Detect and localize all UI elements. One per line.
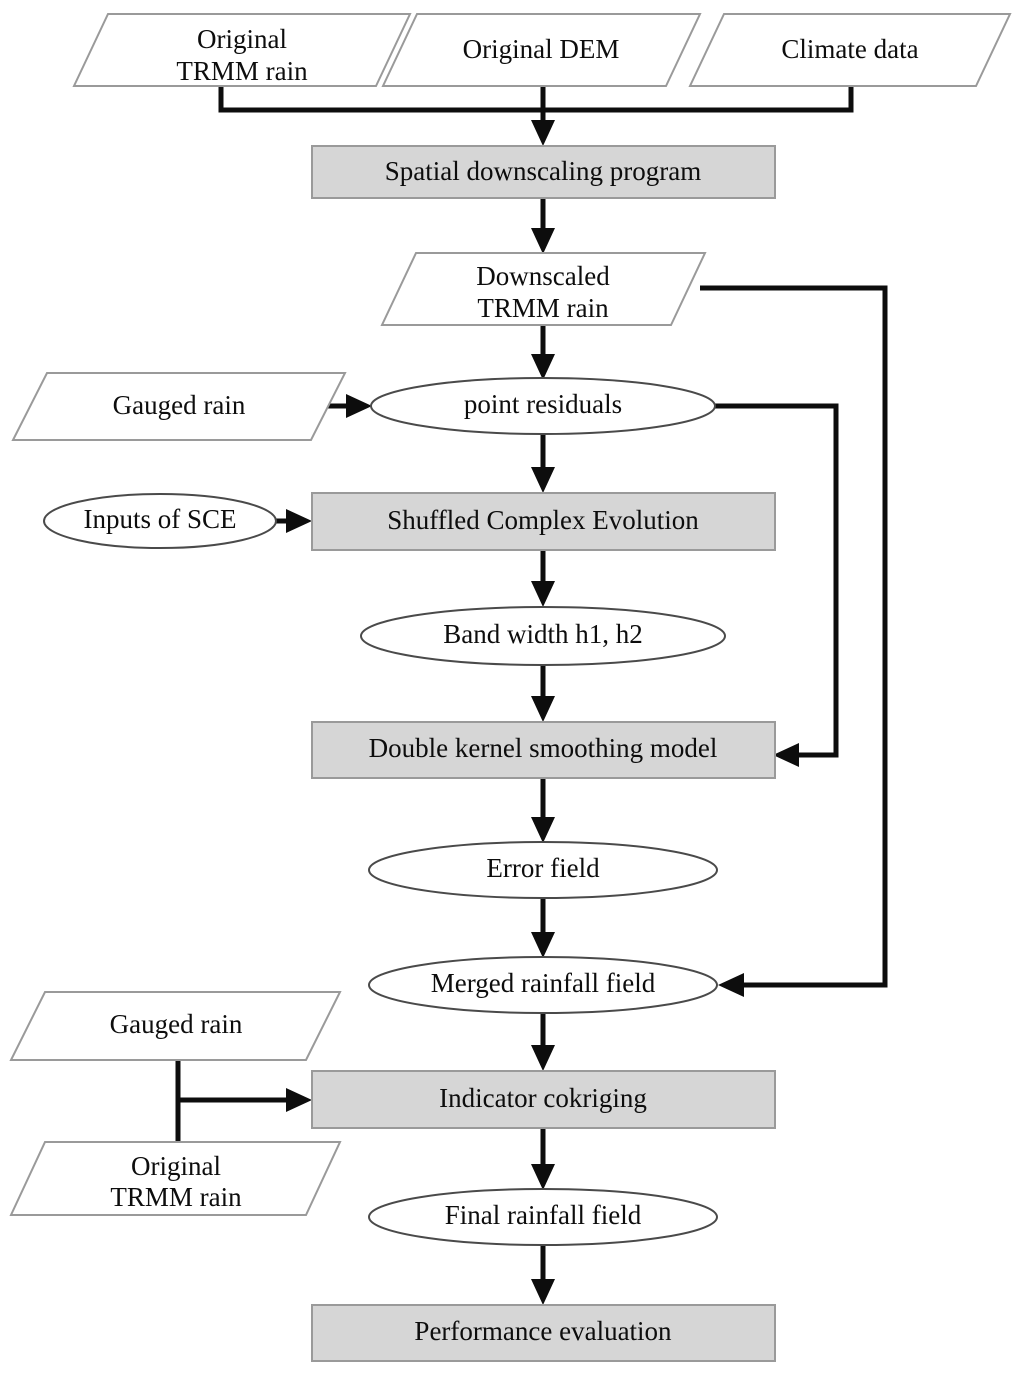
rectangle-shape [311,492,776,551]
ellipse-shape [360,606,726,666]
node-label-line1: Original [131,1151,221,1181]
rectangle-shape [311,1304,776,1362]
rectangle-shape [311,145,776,199]
node-indicator-cokriging[interactable]: Indicator cokriging [311,1070,776,1129]
rectangle-shape [311,721,776,779]
arrowhead-merged-field-to-indicator-cokriging [531,1045,555,1071]
arrowhead-point-residuals-to-sce [531,467,555,493]
arrowhead-lower-sources-to-indicator-cokriging [286,1088,312,1112]
node-label-line1: Error field [486,853,600,883]
rectangle-shape [311,1070,776,1129]
parallelogram-shape [72,13,412,87]
arrowhead-band-width-to-double-kernel [531,696,555,722]
node-band-width[interactable]: Band width h1, h2 [360,606,726,666]
node-downscaled-trmm-rain[interactable]: Downscaled TRMM rain [380,252,707,326]
node-point-residuals[interactable]: point residuals [370,377,716,435]
edge-point-residuals-to-double-kernel [712,403,839,758]
parallelogram-shape [9,1141,342,1216]
parallelogram-shape [381,13,702,87]
node-label-line1: Double kernel smoothing model [369,733,718,763]
node-label-line1: Band width h1, h2 [443,619,643,649]
node-spatial-downscaling-program[interactable]: Spatial downscaling program [311,145,776,199]
node-climate-data[interactable]: Climate data [688,13,1012,87]
ellipse-shape [43,493,277,549]
node-label-line1: Downscaled [476,261,610,291]
node-label-line1: point residuals [464,389,622,419]
node-label-line1: Spatial downscaling program [385,156,701,186]
arrowhead-downscaled-trmm-to-point-residuals [531,354,555,380]
node-inputs-of-sce[interactable]: Inputs of SCE [43,493,277,549]
node-label-line1: Shuffled Complex Evolution [387,505,699,535]
node-label-line2: TRMM rain [110,1182,242,1212]
node-label-line1: Original DEM [463,34,620,64]
node-original-dem[interactable]: Original DEM [381,13,702,87]
arrowhead-inputs-sce-to-sce [286,509,312,533]
node-label-line1: Performance evaluation [414,1316,672,1346]
node-label-line1: Gauged rain [110,1009,243,1039]
node-gauged-rain-lower[interactable]: Gauged rain [9,991,342,1061]
arrowhead-bus-to-downscaling [531,120,555,146]
arrowhead-gauged-rain-upper-to-point-residuals [346,394,372,418]
arrowhead-sce-to-band-width [531,581,555,607]
arrowhead-downscaling-to-downscaled-trmm [531,228,555,254]
node-final-rainfall-field[interactable]: Final rainfall field [368,1188,718,1246]
ellipse-shape [368,956,718,1014]
node-label-line1: Merged rainfall field [431,968,656,998]
arrowhead-final-field-to-performance-evaluation [531,1279,555,1305]
ellipse-shape [370,377,716,435]
edge-climate-to-bus [543,86,854,113]
node-error-field[interactable]: Error field [368,841,718,899]
node-label-line1: Final rainfall field [445,1200,642,1230]
ellipse-shape [368,841,718,899]
node-original-trmm-rain-top[interactable]: Original TRMM rain [72,13,412,87]
edge-original-trmm-to-bus [218,86,543,113]
connector-layer [175,86,888,1305]
node-double-kernel-smoothing-model[interactable]: Double kernel smoothing model [311,721,776,779]
node-label-line1: Gauged rain [113,390,246,420]
edge-downscaled-trmm-to-merged-field [700,285,888,988]
node-original-trmm-rain-bottom[interactable]: Original TRMM rain [9,1141,342,1216]
node-label-line2: TRMM rain [176,56,308,86]
arrowhead-error-field-to-merged-field [531,932,555,958]
node-performance-evaluation[interactable]: Performance evaluation [311,1304,776,1362]
node-label-line1: Climate data [781,34,918,64]
ellipse-shape [368,1188,718,1246]
arrowhead-indicator-cokriging-to-final-field [531,1164,555,1190]
arrowhead-downscaled-trmm-to-merged-field [718,973,744,997]
parallelogram-shape [688,13,1012,87]
arrowhead-point-residuals-to-double-kernel [773,743,799,767]
node-label-line1: Indicator cokriging [439,1083,647,1113]
node-label-line1: Original [197,24,287,54]
node-merged-rainfall-field[interactable]: Merged rainfall field [368,956,718,1014]
parallelogram-shape [380,252,707,326]
node-label-line2: TRMM rain [477,293,609,323]
arrowhead-double-kernel-to-error-field [531,817,555,843]
node-label-line1: Inputs of SCE [83,504,236,534]
node-gauged-rain-upper[interactable]: Gauged rain [11,372,347,441]
node-shuffled-complex-evolution[interactable]: Shuffled Complex Evolution [311,492,776,551]
parallelogram-shape [9,991,342,1061]
parallelogram-shape [11,372,347,441]
